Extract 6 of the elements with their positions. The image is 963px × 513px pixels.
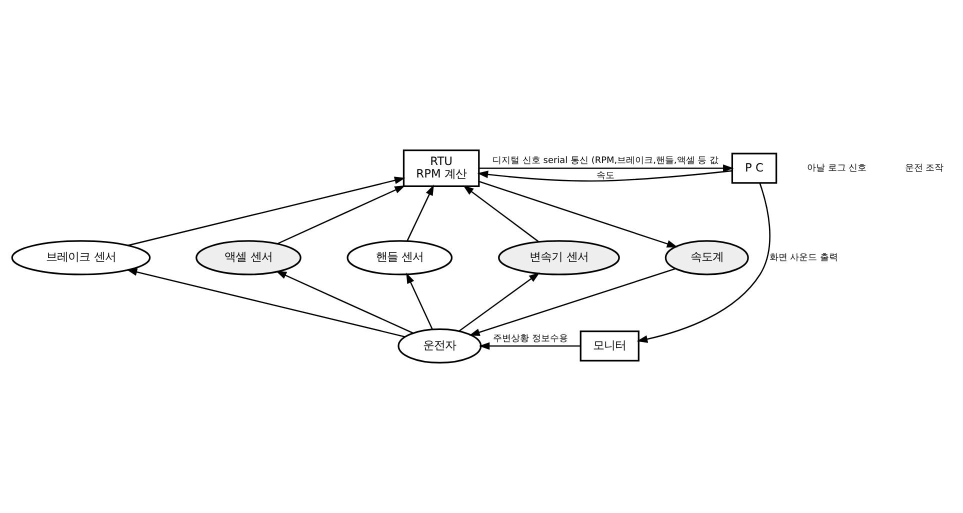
label: 운전 조작 [904,164,944,174]
edge-label: 속도 [596,170,615,181]
label: 아날 로그 신호 [806,164,867,174]
edge-label: 주변상황 정보수용 [493,334,568,344]
edge-label: 화면 사운드 출력 [769,253,838,264]
edge-label: 디지털 신호 serial 통신 (RPM,브레이크,핸들,액셀 등 값 [492,156,719,166]
